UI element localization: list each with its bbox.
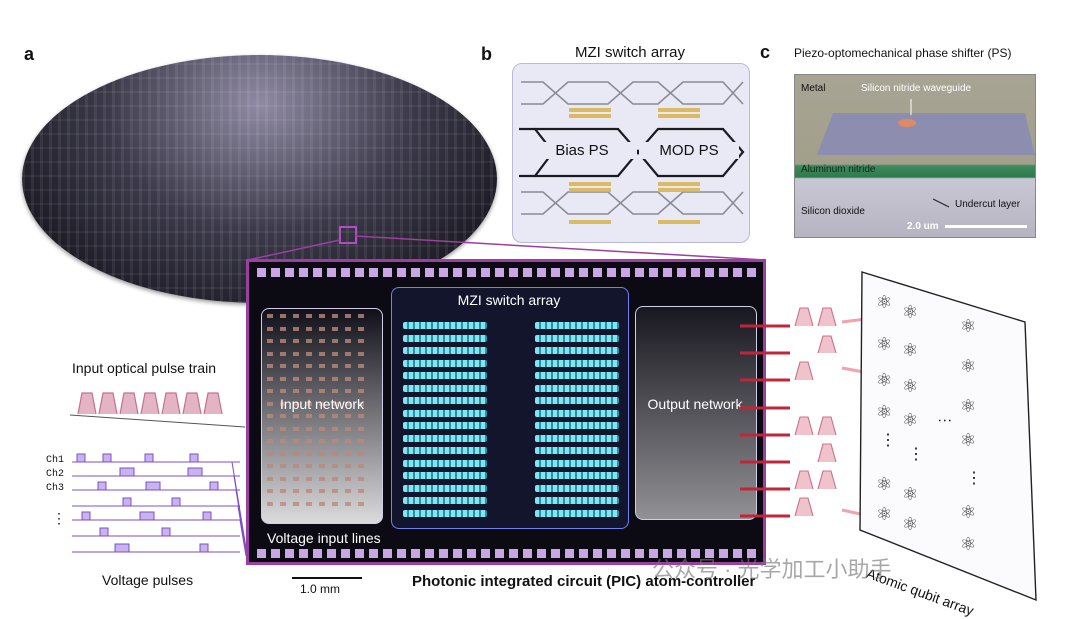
atom-icon: ⚛	[902, 376, 918, 397]
atom-icon: ⚛	[960, 502, 976, 523]
atom-icon: ⚛	[876, 334, 892, 355]
atom-icon: ⚛	[902, 302, 918, 323]
atom-icon: ⚛	[902, 340, 918, 361]
atom-icon: ⚛	[902, 484, 918, 505]
atom-ellipsis-3: ⋮	[966, 468, 982, 488]
atom-icon: ⚛	[960, 316, 976, 337]
atom-icon: ⚛	[876, 474, 892, 495]
atom-icon: ⚛	[876, 370, 892, 391]
atom-icon: ⚛	[876, 504, 892, 525]
atom-ellipsis-1: ⋮	[880, 430, 896, 450]
atom-icon: ⚛	[960, 430, 976, 451]
atom-icon: ⚛	[902, 410, 918, 431]
atom-icon: ⚛	[876, 292, 892, 313]
atom-icon: ⚛	[960, 356, 976, 377]
watermark: 公众号 · 光学加工小助手	[652, 552, 892, 584]
atom-ellipsis-2: ⋮	[908, 444, 924, 464]
atom-icon: ⚛	[876, 402, 892, 423]
atom-ellipsis-4: ⋮	[937, 414, 954, 428]
atom-icon: ⚛	[960, 396, 976, 417]
atom-icon: ⚛	[902, 514, 918, 535]
atom-icon: ⚛	[960, 534, 976, 555]
